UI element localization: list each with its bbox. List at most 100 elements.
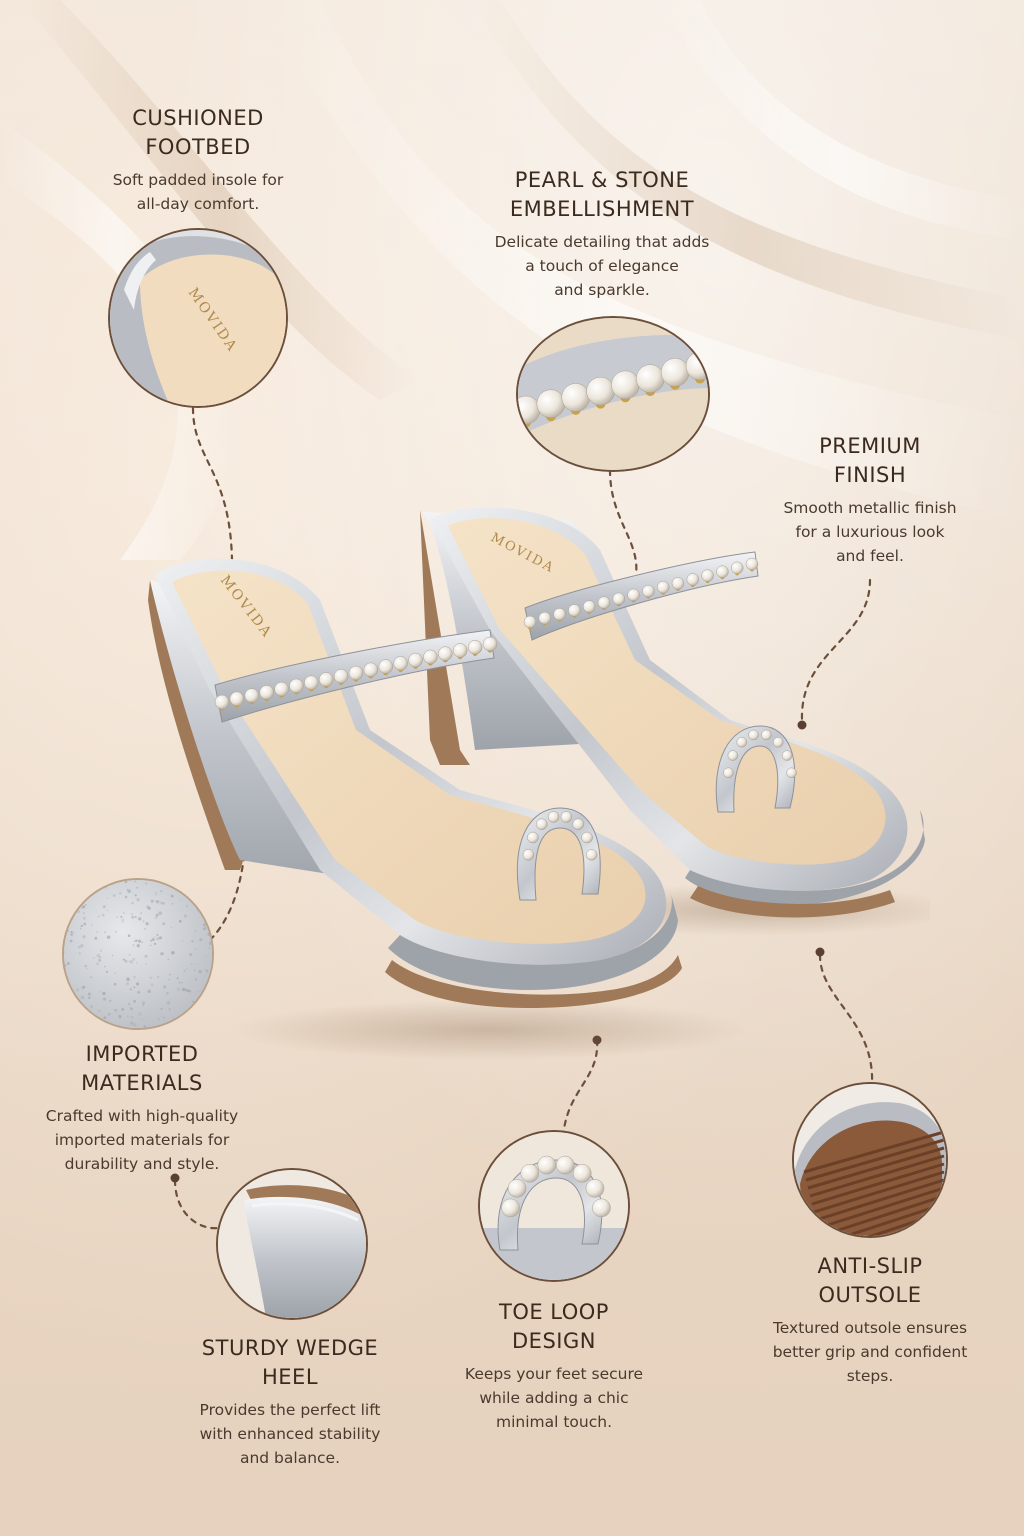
texture-grain [202,923,207,927]
pearl [627,588,640,602]
texture-grain [82,916,86,920]
texture-grain [106,1027,109,1028]
texture-grain [134,940,136,943]
texture-grain [119,892,122,895]
texture-grain [195,963,197,965]
texture-grain [82,935,86,939]
title-line: STURDY WEDGE [201,1336,379,1360]
outsole-closeup-circle [792,1082,948,1238]
texture-grain [159,936,162,940]
texture-grain [98,1009,101,1013]
texture-grain [130,1021,134,1025]
texture-grain [129,1006,132,1010]
texture-grain [178,919,182,923]
texture-grain [126,1015,129,1018]
pearl [536,818,548,830]
texture-grain [102,1020,105,1023]
texture-grain [176,987,180,991]
texture-grain [103,885,107,889]
texture-grain [112,883,114,885]
pearl [781,750,793,761]
pearl [727,750,739,761]
texture-grain [114,972,116,975]
texture-grain [112,894,116,897]
texture-grain [82,985,86,989]
pearl [501,1198,520,1218]
pearl [537,1155,557,1175]
texture-grain [87,996,91,1000]
texture-grain [142,920,145,923]
texture-grain [115,931,117,933]
pearl [378,659,394,674]
texture-grain [138,917,142,921]
pearl [560,811,573,823]
texture-grain [207,932,211,936]
desc-line: with enhanced stability [199,1425,381,1443]
texture-grain [163,1016,166,1019]
desc-line: Textured outsole ensures [772,1319,968,1337]
title-line: FINISH [833,463,907,487]
texture-grain [85,903,87,906]
pearl [581,831,593,844]
title-line: TOE LOOP [499,1300,609,1324]
pearl [716,565,729,578]
feature-description: Delicate detailing that adds a touch of … [452,230,752,302]
texture-grain [78,952,81,955]
texture-grain [133,986,136,989]
pearl [555,1155,575,1175]
texture-grain [141,941,143,944]
texture-grain [137,939,142,943]
desc-line: and feel. [836,547,904,565]
material-texture-circle [62,878,214,1030]
texture-grain [65,924,69,928]
tread-groove [841,1202,945,1236]
pearl [408,652,423,668]
title-line: IMPORTED [85,1042,199,1066]
texture-grain [160,901,163,905]
feature-sturdy-wedge: STURDY WEDGE HEEL Provides the perfect l… [160,1334,420,1470]
texture-grain [66,901,70,905]
feature-title: CUSHIONED FOOTBED [68,104,328,162]
texture-grain [87,992,91,996]
texture-grain [73,903,76,905]
feature-description: Provides the perfect lift with enhanced … [160,1398,420,1470]
texture-grain [70,931,73,934]
pearl [229,691,245,707]
texture-grain [155,913,159,917]
texture-grain [75,900,77,903]
texture-grain [84,964,87,968]
pearl [612,592,626,606]
texture-grain [68,994,73,999]
pearl [348,665,364,681]
texture-grain [157,976,160,978]
texture-grain [116,916,119,918]
texture-grain [86,967,88,970]
texture-grain [91,1021,93,1024]
texture-grain [136,982,140,986]
texture-grain [124,895,128,899]
texture-grain [158,911,162,915]
pearl [597,596,611,609]
texture-grain [166,1000,171,1005]
desc-line: better grip and confident [772,1343,968,1361]
texture-grain [103,1021,106,1024]
texture-grain [134,880,137,883]
pearl [572,1164,592,1183]
pearl [438,646,453,661]
texture-grain [82,880,86,884]
pearl [333,668,349,684]
texture-grain [136,886,139,889]
texture-grain [122,958,125,961]
pearl [553,608,566,621]
texture-grain [166,992,169,995]
desc-line: while adding a chic [479,1389,629,1407]
texture-grain [66,961,70,965]
feature-description: Keeps your feet secure while adding a ch… [424,1362,684,1434]
texture-grain [100,950,102,953]
tread-groove [817,1186,945,1230]
wedge-closeup-circle [216,1168,368,1320]
desc-line: steps. [846,1367,894,1385]
texture-grain [145,922,149,926]
pearl [547,811,560,823]
